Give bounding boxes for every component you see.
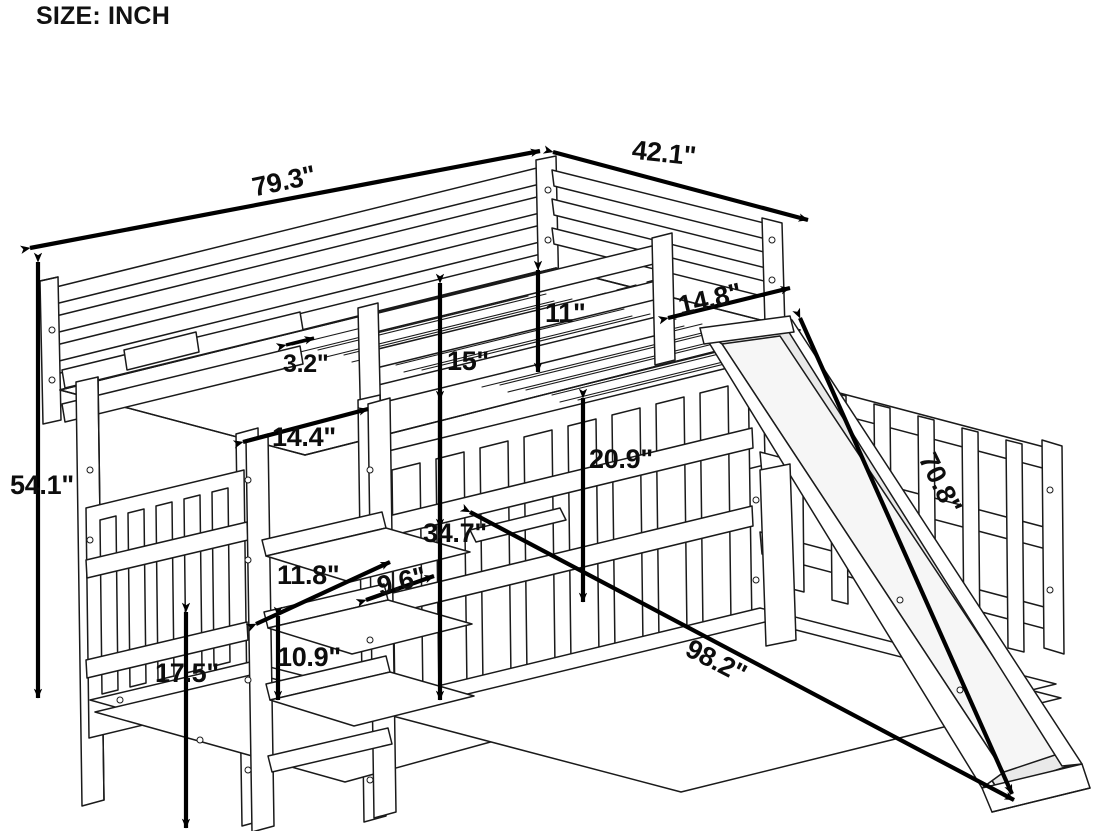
dim-label-bunk-to-floor: 34.7" [423, 518, 487, 548]
dimension-lines [19, 145, 1015, 829]
page-title: SIZE: INCH [36, 2, 170, 30]
lower-bed-left-guardrail [85, 469, 249, 739]
dim-label-overall-width: 42.1" [630, 134, 698, 172]
dim-label-guardrail-height: 11" [545, 298, 586, 328]
dimline-9-6 [355, 574, 435, 608]
dim-label-ladder-step-width: 14.4" [272, 422, 336, 452]
dimline-14-4 [232, 406, 369, 449]
dim-label-overall-height: 54.1" [10, 470, 74, 500]
dimline-42-1 [542, 145, 809, 223]
upper-bunk-left-guardrail [61, 311, 304, 423]
post-far-left [39, 276, 62, 425]
dim-label-lower-clearance: 20.9" [589, 444, 653, 474]
dim-label-ladder-step-rise: 10.9" [277, 642, 341, 672]
dim-label-lower-bed-height: 17.5" [155, 658, 219, 688]
dimline-79-3 [19, 148, 541, 254]
dim-label-slat-gap: 3.2" [283, 350, 329, 378]
post-head-right [761, 217, 786, 331]
dim-label-ladder-step-depth: 11.8" [277, 560, 340, 590]
dimline-98-2 [459, 503, 1015, 802]
dim-label-upper-clearance: 15" [447, 346, 489, 376]
dimline-3-2 [275, 336, 315, 352]
dimline-14-8 [657, 285, 791, 325]
